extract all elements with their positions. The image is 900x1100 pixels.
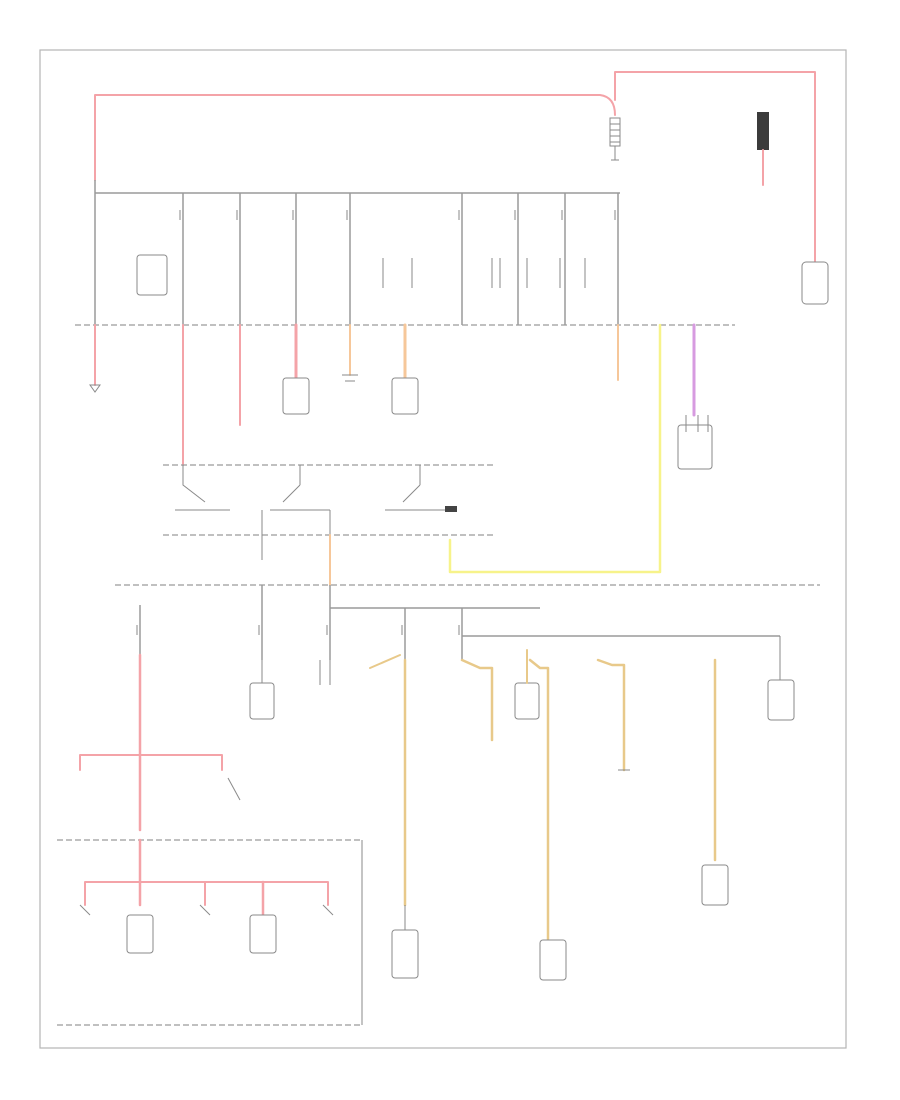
- pcm-module: [514, 682, 540, 720]
- battery: [609, 117, 621, 161]
- hvac-control-module: [701, 864, 729, 906]
- shift-solenoid-b: [126, 914, 154, 954]
- transmission-wire-tan: [596, 658, 626, 772]
- starter-relay: [136, 254, 168, 296]
- battery-feed-wire-red: [94, 94, 616, 181]
- hi-beam-relay: [559, 258, 586, 288]
- diagram-border: [39, 49, 847, 1049]
- transfer-case-branch-tan: [369, 654, 401, 669]
- generator: [677, 415, 713, 470]
- transmission-branch-wire-red: [79, 754, 223, 771]
- ignition-switch-feed-yellow: [448, 323, 662, 574]
- fusible-link: [757, 112, 769, 186]
- fuse-row: [179, 193, 619, 325]
- pressure-control-solenoid: [249, 914, 277, 954]
- starter-relay-component: [801, 261, 829, 305]
- data-link-connector: [249, 682, 275, 720]
- shift-interlock-wire-tan: [460, 658, 494, 742]
- cruise-control-module: [539, 939, 567, 981]
- solenoid-bus-wire-red: [84, 881, 329, 906]
- battery-to-starter-wire-red: [614, 71, 816, 263]
- cruise-control-wire-tan: [528, 658, 550, 942]
- abs-module: [282, 377, 310, 415]
- horn-relay: [382, 258, 413, 288]
- brake-switch: [391, 929, 419, 979]
- blower-motor: [391, 377, 419, 415]
- fog-lamp-relay: [491, 258, 528, 288]
- ignition-switch-contacts: [175, 465, 457, 560]
- transfer-case-control-module: [767, 679, 795, 721]
